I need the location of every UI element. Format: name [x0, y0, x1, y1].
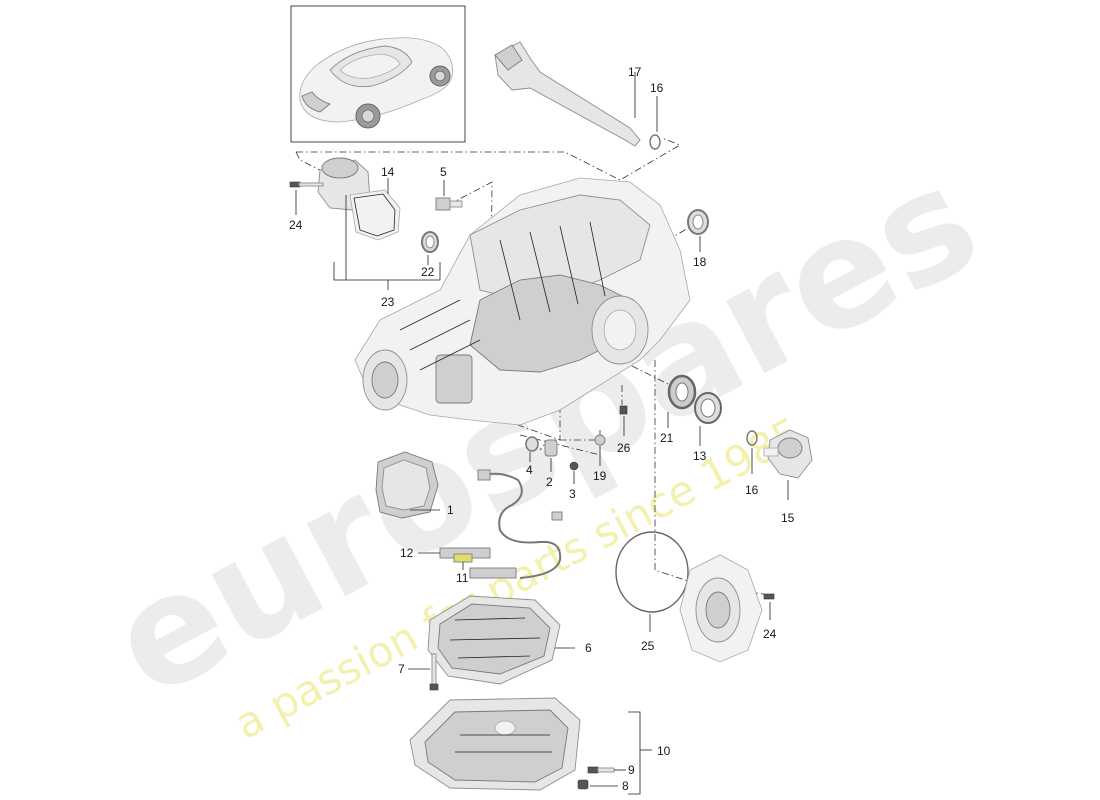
part-6-valve-body: 6 — [427, 595, 592, 685]
callout-18: 18 — [693, 255, 707, 269]
callout-17: 17 — [628, 65, 642, 79]
part-24-bolt-right: 24 — [763, 593, 777, 641]
part-5-sensor: 5 — [435, 165, 463, 211]
callout-16-top: 16 — [650, 81, 664, 95]
callout-25: 25 — [641, 639, 655, 653]
callout-24-left: 24 — [289, 218, 303, 232]
car-thumbnail — [290, 5, 466, 143]
callout-14: 14 — [381, 165, 395, 179]
part-12-connector-strip: 12 — [400, 546, 517, 579]
part-8-drain-plug: 8 — [577, 779, 629, 793]
callout-19: 19 — [593, 469, 607, 483]
callout-24-right: 24 — [763, 627, 777, 641]
part-21-seal: 21 — [660, 374, 697, 445]
callout-26: 26 — [617, 441, 631, 455]
callout-7: 7 — [398, 662, 405, 676]
callout-2: 2 — [546, 475, 553, 489]
part-24-bolt-left: 24 — [289, 181, 324, 232]
callout-1: 1 — [447, 503, 454, 517]
callout-6: 6 — [585, 641, 592, 655]
part-26-bolt: 26 — [617, 405, 631, 455]
part-16-circlip-right: 16 — [745, 430, 759, 497]
part-17-drive-shaft: 17 — [494, 41, 642, 147]
callout-9: 9 — [628, 763, 635, 777]
callout-4: 4 — [526, 463, 533, 477]
part-11-connector: 11 — [453, 553, 473, 585]
callout-22: 22 — [421, 265, 435, 279]
part-19-plug: 19 — [593, 434, 607, 483]
part-18-seal: 18 — [687, 209, 709, 269]
part-10-oil-pan: 10 — [409, 697, 671, 795]
callout-3: 3 — [569, 487, 576, 501]
wiring-harness — [477, 469, 563, 579]
part-16-circlip-top: 16 — [649, 81, 664, 150]
part-22-seal-ring: 22 — [421, 231, 439, 279]
part-2-sensor: 2 — [544, 439, 558, 489]
callout-8: 8 — [622, 779, 629, 793]
part-4-seal: 4 — [525, 436, 539, 477]
callout-21: 21 — [660, 431, 674, 445]
part-9-bolt: 9 — [587, 763, 635, 777]
callout-10: 10 — [657, 744, 671, 758]
differential-cover — [679, 554, 763, 663]
part-25-o-ring: 25 — [615, 531, 689, 653]
callout-13: 13 — [693, 449, 707, 463]
transmission-housing — [354, 177, 691, 426]
callout-12: 12 — [400, 546, 414, 560]
callout-15: 15 — [781, 511, 795, 525]
part-1-cover: 1 — [375, 451, 454, 519]
part-14-flange-housing: 14 — [317, 157, 401, 241]
callout-5: 5 — [440, 165, 447, 179]
callout-16-right: 16 — [745, 483, 759, 497]
part-13-seal: 13 — [693, 392, 722, 463]
callout-23: 23 — [381, 295, 395, 309]
part-15-output-flange: 15 — [763, 429, 813, 525]
part-3-bolt: 3 — [569, 461, 579, 501]
part-7-bolt: 7 — [398, 653, 439, 691]
group-23-bracket: 23 — [333, 195, 441, 309]
callout-11: 11 — [456, 571, 469, 585]
